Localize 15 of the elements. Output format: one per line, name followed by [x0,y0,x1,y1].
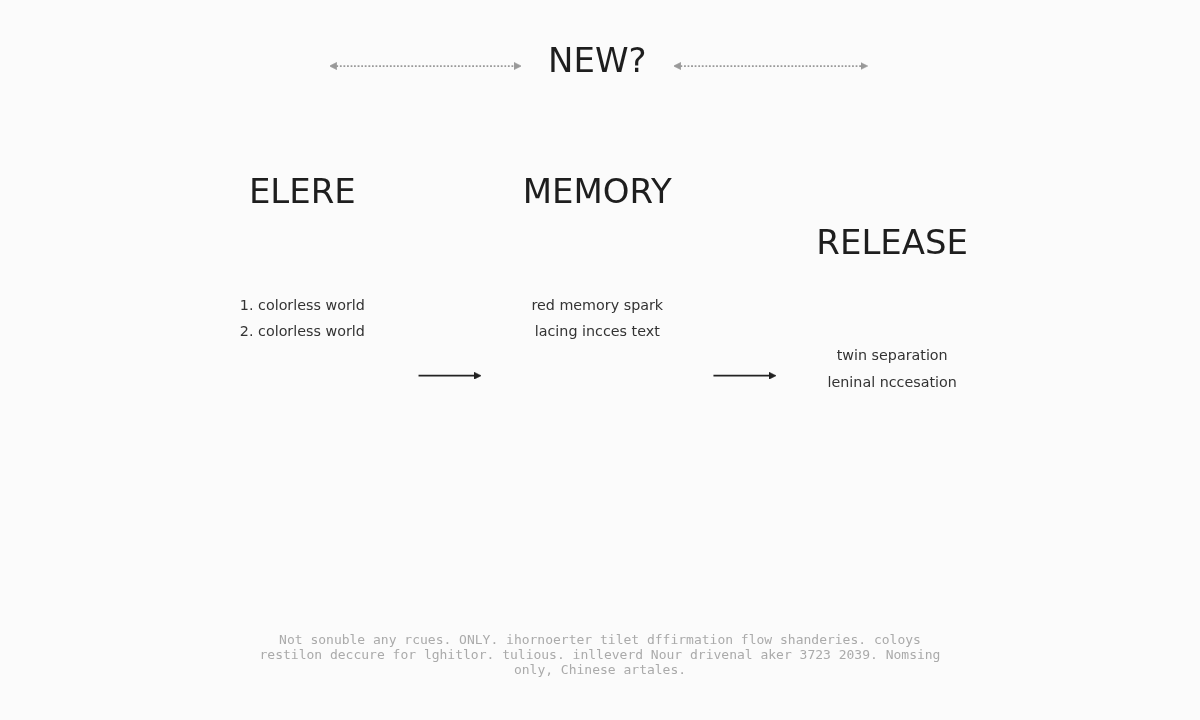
node-caption: red memory spark [531,295,664,316]
node-caption: lacing incces text [535,321,661,342]
arrow [673,62,869,70]
arrow [713,371,777,380]
node-caption: 2. colorless world [240,321,366,342]
node-title: MEMORY [523,171,673,212]
caption: Not sonuble any rcues. ONLY. ihornoerter tilet dffirmation flow shanderies. coloys restilon deccure for lghitlor. tulious. inlleverd Nour drivenal aker 3723 2039. Nomsing only, Chinese artales. [258,632,942,677]
node-caption: 1. colorless world [240,295,366,316]
node-title: RELEASE [816,222,969,263]
arrow [418,371,482,380]
node-caption: leninal nccesation [827,372,958,393]
node-title: NEW? [548,40,647,80]
arrow [329,62,522,70]
node-caption: twin separation [837,346,949,367]
node-title: ELERE [249,171,357,212]
